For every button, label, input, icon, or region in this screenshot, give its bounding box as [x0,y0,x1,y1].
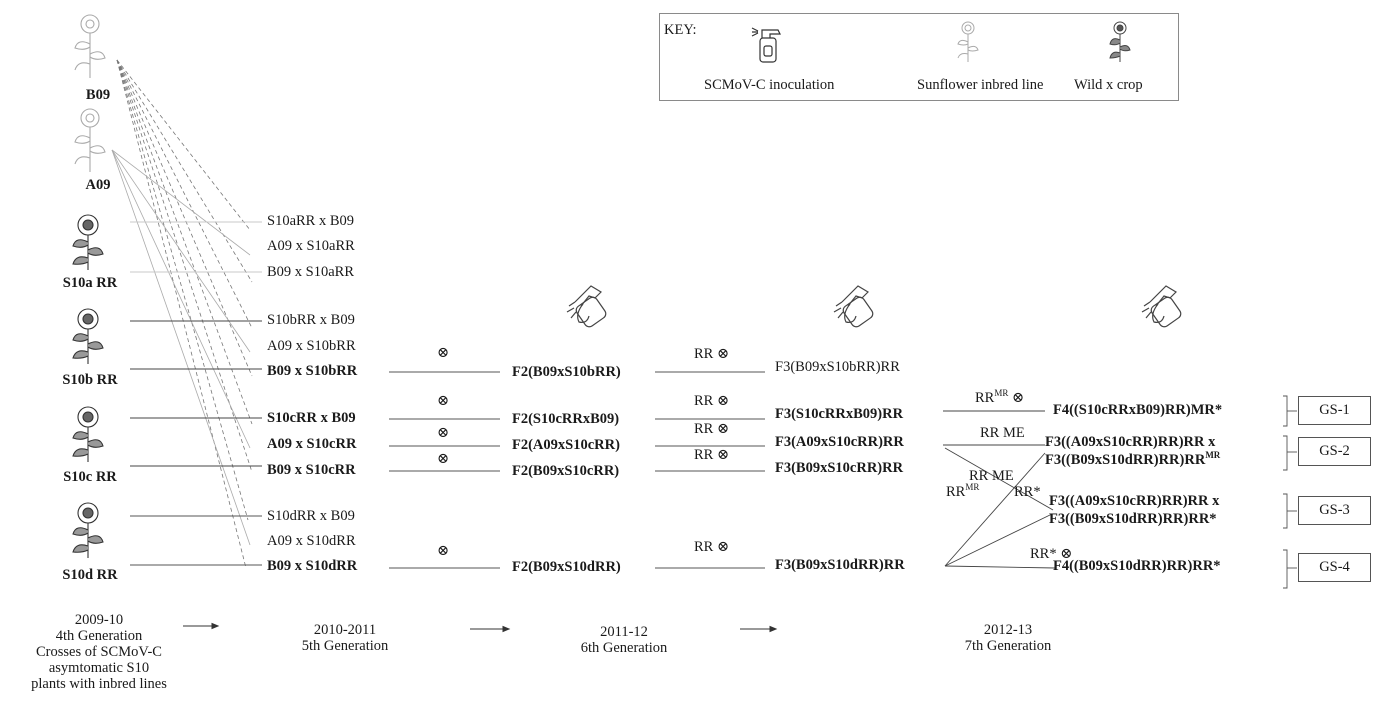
timeline-gen5: 2010-2011 5th Generation [301,622,389,654]
group-box-gs1: GS-1 [1298,396,1371,425]
parent-label-b09: B09 [85,87,111,103]
s10c-lines [130,417,262,467]
selfing-symbol: ⊗ [437,425,450,441]
result-gs1-label: F4((S10cRRxB09)RR)MR* [1053,402,1223,418]
selfing-symbol: ⊗ [437,543,450,559]
cross-label: A09 x S10aRR [267,238,355,254]
group-box-gs3: GS-3 [1298,496,1371,525]
key-label-inbred: Sunflower inbred line [917,77,1044,93]
parent-label-s10d: S10d RR [62,567,118,583]
cross-label: B09 x S10cRR [267,462,356,478]
edge-label-rr-mr-self: RRMR ⊗ [975,388,1025,406]
rr-self-label: RR ⊗ [694,346,730,362]
s10d-lines [130,515,262,566]
f3-label: F3(B09xS10cRR)RR [775,460,904,476]
key-label-wild-crop: Wild x crop [1074,77,1143,93]
cross-label: B09 x S10dRR [267,558,358,574]
selfing-symbol: ⊗ [437,451,450,467]
selfing-symbol: ⊗ [437,345,450,361]
parent-label-s10c: S10c RR [63,469,117,485]
a09-crosses [111,149,251,546]
rr-self-label: RR ⊗ [694,539,730,555]
cross-label: S10bRR x B09 [267,312,355,328]
edge-label-rr-me: RR ME [969,468,1014,484]
group-box-gs2: GS-2 [1298,437,1371,466]
cross-label: B09 x S10aRR [267,264,355,280]
gen6-to-gen7-lines [655,371,765,569]
f2-label: F2(A09xS10cRR) [512,437,620,453]
edge-label-rr-star-self: RR* ⊗ [1030,546,1073,562]
group-braces [1283,395,1297,589]
rr-self-label: RR ⊗ [694,421,730,437]
edge-label-rr-star: RR* [1014,484,1041,500]
f2-label: F2(B09xS10cRR) [512,463,620,479]
cross-label: A09 x S10dRR [267,533,356,549]
f2-label: F2(B09xS10dRR) [512,559,621,575]
result-gs2-line2: F3((B09xS10dRR)RR)RRMR [1045,450,1221,468]
result-gs4-label: F4((B09xS10dRR)RR)RR* [1053,558,1221,574]
cross-label: B09 x S10bRR [267,363,358,379]
f3-label: F3(S10cRRxB09)RR [775,406,904,422]
timeline-gen7: 2012-13 7th Generation [964,622,1052,654]
cross-label: S10dRR x B09 [267,508,355,524]
cross-label: A09 x S10bRR [267,338,356,354]
s10b-lines [130,320,262,370]
gen5-to-gen6-lines [389,371,500,569]
result-gs3-line2: F3((B09xS10dRR)RR)RR* [1049,511,1217,527]
edge-label-rr-mr: RRMR [946,482,980,500]
rr-self-label: RR ⊗ [694,447,730,463]
key-title: KEY: [664,22,697,38]
timeline-gen6: 2011-12 6th Generation [580,624,668,656]
rr-self-label: RR ⊗ [694,393,730,409]
f3-label: F3(A09xS10cRR)RR [775,434,904,450]
gen7-to-gen8-lines [943,410,1056,569]
b09-dashed-crosses [116,59,253,569]
parent-label-s10a: S10a RR [62,275,118,291]
edge-label-rr-me: RR ME [980,425,1025,441]
timeline-arrows [183,622,778,633]
key-legend [659,13,1179,101]
f3-label: F3(B09xS10bRR)RR [775,359,900,375]
key-label-inoculation: SCMoV-C inoculation [704,77,835,93]
f3-label: F3(B09xS10dRR)RR [775,557,905,573]
cross-label: S10aRR x B09 [267,213,355,229]
cross-label: S10cRR x B09 [267,410,356,426]
parent-label-a09: A09 [85,177,111,193]
cross-label: A09 x S10cRR [267,436,357,452]
f2-label: F2(S10cRRxB09) [512,411,620,427]
group-box-gs4: GS-4 [1298,553,1371,582]
result-gs3-line1: F3((A09xS10cRR)RR)RR x [1049,493,1220,509]
result-gs2-line1: F3((A09xS10cRR)RR)RR x [1045,434,1216,450]
selfing-symbol: ⊗ [437,393,450,409]
timeline-gen4: 2009-10 4th Generation Crosses of SCMoV-… [31,612,167,692]
f2-label: F2(B09xS10bRR) [512,364,621,380]
s10a-lines [130,221,262,273]
parent-label-s10b: S10b RR [62,372,118,388]
